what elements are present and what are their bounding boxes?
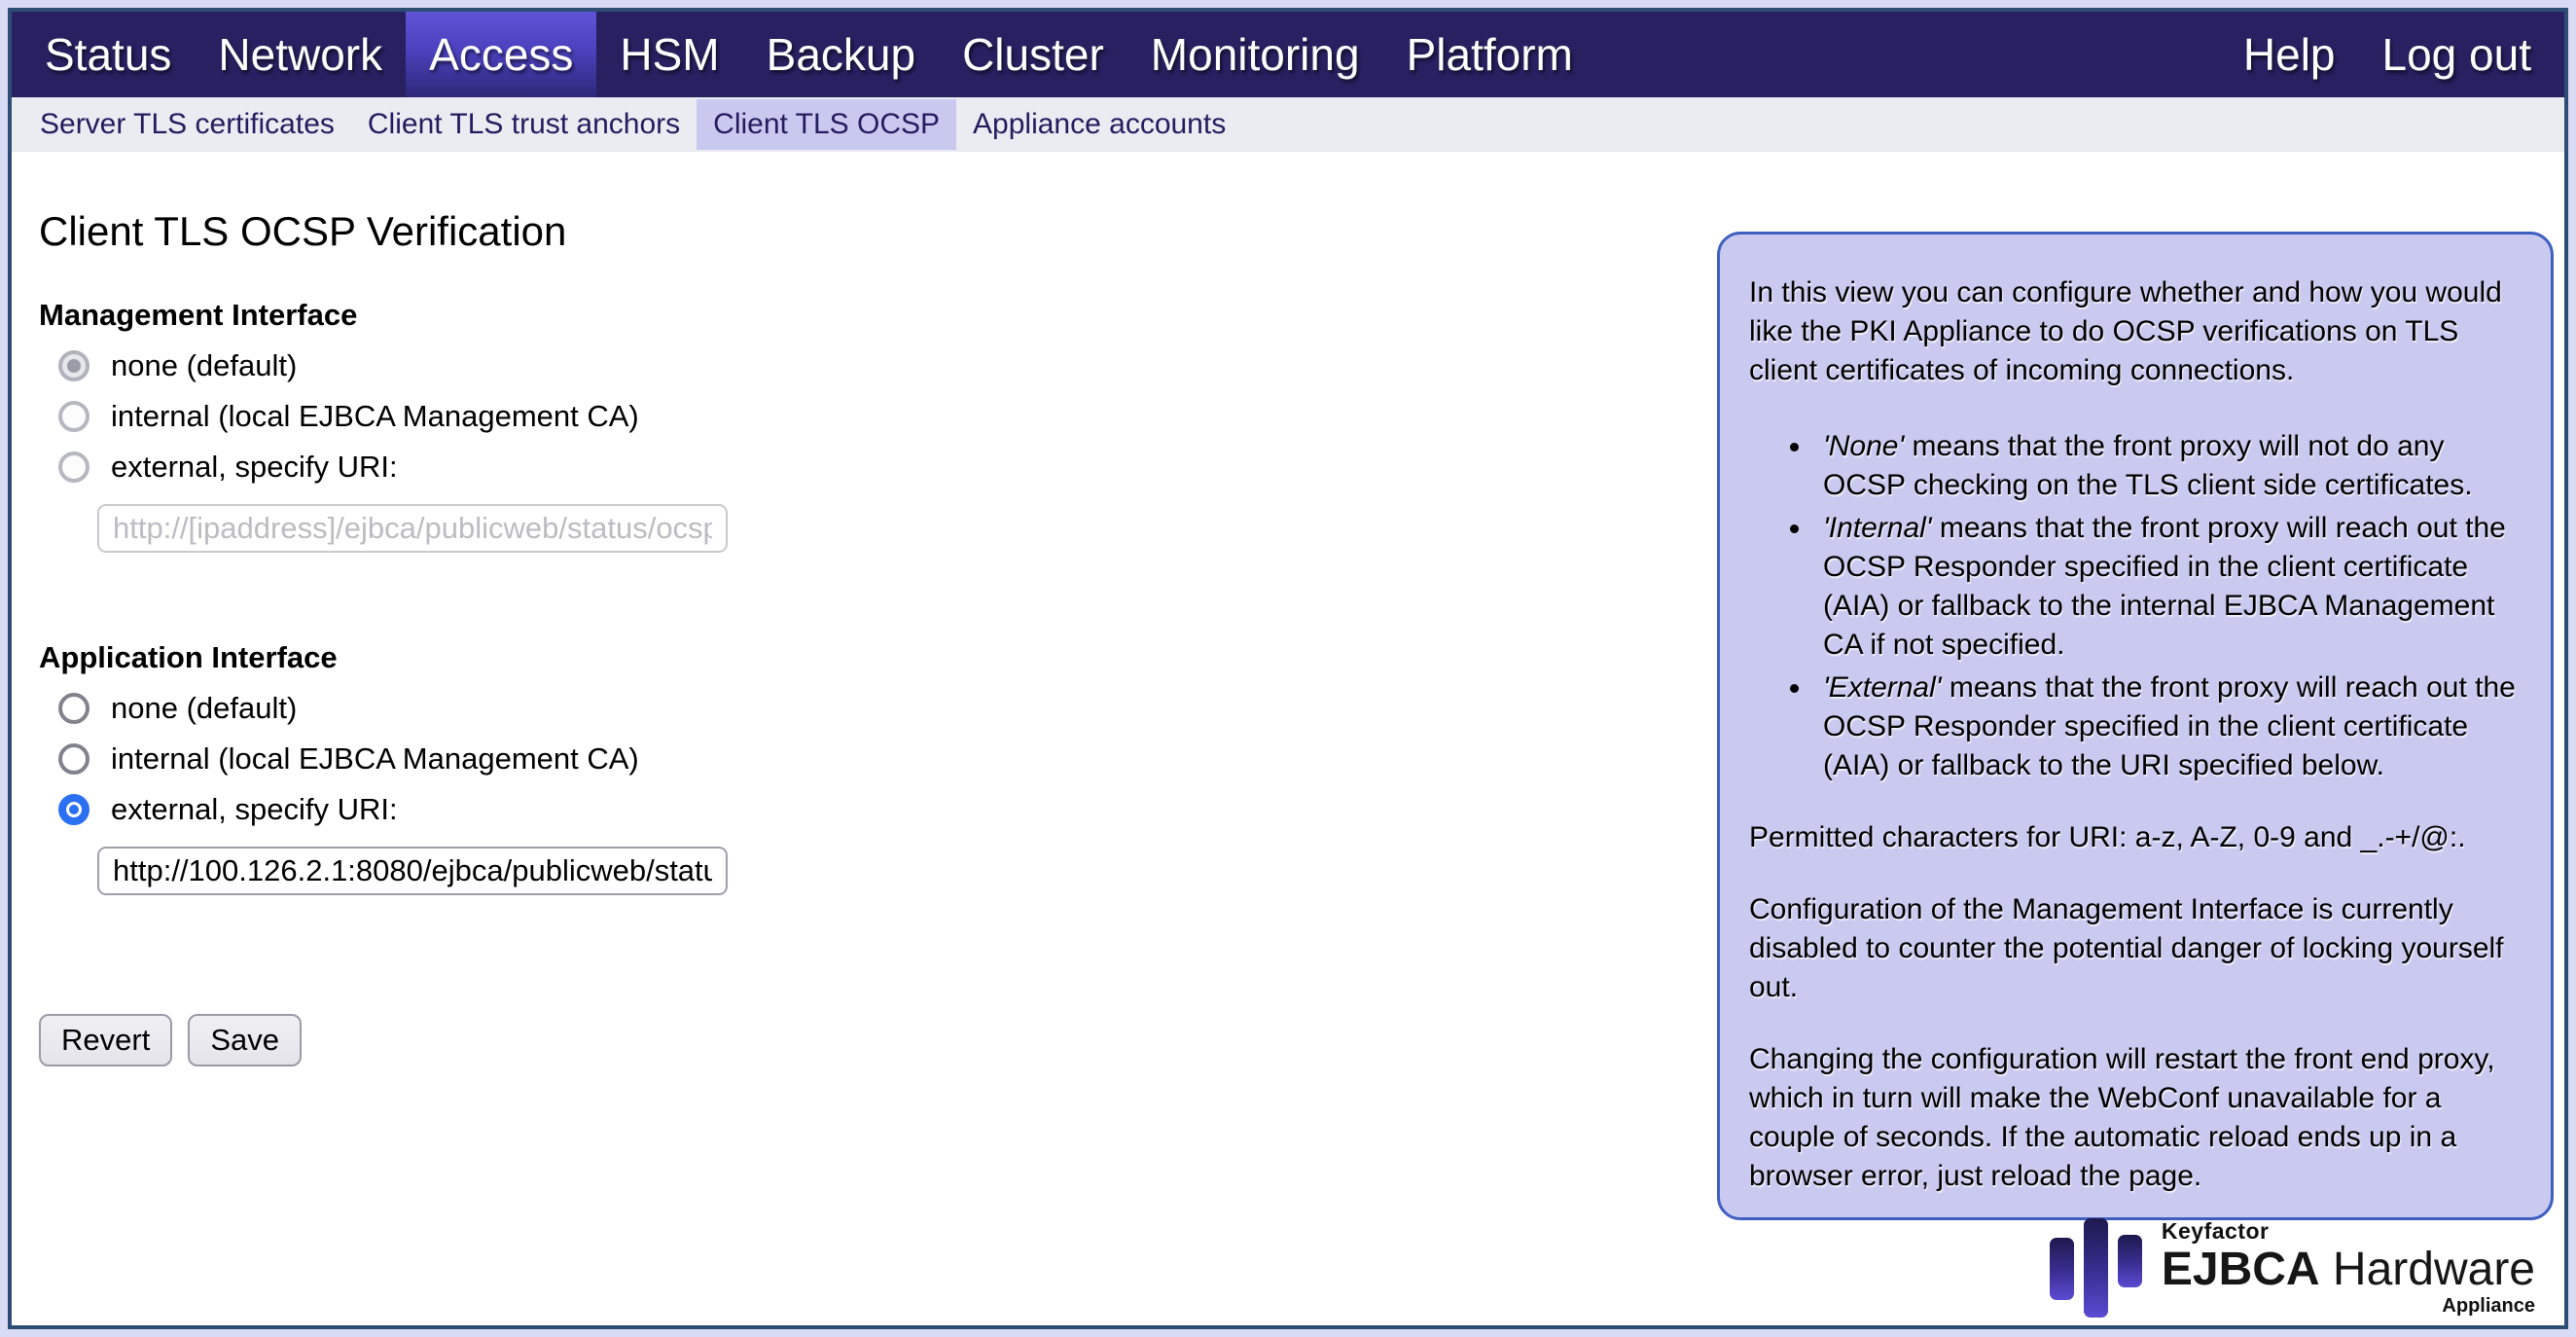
- app-radio-internal[interactable]: internal (local EJBCA Management CA): [58, 741, 2564, 777]
- logo-sub: Appliance: [2442, 1295, 2535, 1317]
- nav-spacer: [1596, 12, 2220, 97]
- application-interface-heading: Application Interface: [39, 640, 338, 674]
- radio-selected-icon[interactable]: [58, 350, 89, 381]
- nav-item-network[interactable]: Network: [218, 29, 383, 80]
- app-radio-external[interactable]: external, specify URI:: [58, 792, 2564, 827]
- app-radio-none[interactable]: none (default): [58, 691, 2564, 726]
- mgmt-radio-external-label: external, specify URI:: [111, 450, 398, 484]
- tab-client-tls-ocsp[interactable]: Client TLS OCSP: [697, 99, 957, 150]
- app-window: Status Network Access HSM Backup Cluster…: [8, 8, 2568, 1329]
- info-intro: In this view you can configure whether a…: [1749, 276, 2502, 386]
- nav-item-cluster[interactable]: Cluster: [962, 29, 1104, 80]
- mgmt-radio-external[interactable]: external, specify URI:: [58, 450, 2564, 485]
- logo-bars-icon: [2049, 1218, 2142, 1318]
- nav-item-platform[interactable]: Platform: [1406, 29, 1573, 80]
- nav-item-logout[interactable]: Log out: [2381, 29, 2531, 80]
- tab-server-tls-certificates[interactable]: Server TLS certificates: [40, 108, 335, 140]
- tab-client-tls-trust-anchors[interactable]: Client TLS trust anchors: [367, 108, 681, 140]
- radio-unselected-icon[interactable]: [58, 693, 89, 724]
- management-interface-heading: Management Interface: [39, 298, 358, 332]
- form-actions: Revert Save: [39, 1014, 2564, 1066]
- radio-unselected-icon[interactable]: [58, 743, 89, 775]
- application-uri-input[interactable]: [97, 847, 728, 895]
- nav-item-hsm[interactable]: HSM: [620, 29, 720, 80]
- nav-item-status[interactable]: Status: [45, 29, 172, 80]
- main-content: Client TLS OCSP Verification Management …: [12, 208, 2564, 1066]
- app-radio-external-label: external, specify URI:: [111, 792, 398, 826]
- keyfactor-ejbca-logo: Keyfactor EJBCA Hardware Appliance: [2049, 1218, 2535, 1318]
- top-nav: Status Network Access HSM Backup Cluster…: [12, 12, 2564, 97]
- logo-text: Keyfactor EJBCA Hardware Appliance: [2162, 1218, 2535, 1318]
- radio-selected-icon[interactable]: [58, 794, 89, 825]
- logo-product: EJBCA Hardware: [2161, 1244, 2535, 1295]
- mgmt-radio-internal-label: internal (local EJBCA Management CA): [111, 399, 639, 433]
- help-info-panel: In this view you can configure whether a…: [1717, 232, 2554, 1220]
- radio-unselected-icon[interactable]: [58, 401, 89, 432]
- app-radio-none-label: none (default): [111, 691, 298, 725]
- info-bullet-list: 'None' means that the front proxy will n…: [1749, 427, 2520, 785]
- save-button[interactable]: Save: [188, 1014, 302, 1066]
- mgmt-radio-none-label: none (default): [111, 348, 298, 382]
- nav-item-help[interactable]: Help: [2242, 29, 2336, 80]
- nav-item-backup[interactable]: Backup: [766, 29, 916, 80]
- nav-item-monitoring[interactable]: Monitoring: [1150, 29, 1360, 80]
- info-restart-note: Changing the configuration will restart …: [1749, 1043, 2495, 1192]
- sub-nav: Server TLS certificates Client TLS trust…: [12, 97, 2564, 152]
- revert-button[interactable]: Revert: [39, 1014, 173, 1066]
- info-bullet-internal: 'Internal' means that the front proxy wi…: [1813, 509, 2520, 665]
- info-permitted-chars: Permitted characters for URI: a-z, A-Z, …: [1749, 821, 2466, 853]
- nav-item-access[interactable]: Access: [406, 12, 597, 97]
- page-title: Client TLS OCSP Verification: [39, 208, 567, 254]
- tab-appliance-accounts[interactable]: Appliance accounts: [973, 108, 1227, 140]
- info-bullet-external: 'External' means that the front proxy wi…: [1813, 668, 2520, 785]
- radio-unselected-icon[interactable]: [58, 452, 89, 483]
- logo-brand: Keyfactor: [2161, 1218, 2270, 1244]
- info-management-note: Configuration of the Management Interfac…: [1749, 893, 2504, 1003]
- info-bullet-none: 'None' means that the front proxy will n…: [1813, 427, 2520, 505]
- mgmt-radio-none[interactable]: none (default): [58, 348, 2564, 383]
- mgmt-radio-internal[interactable]: internal (local EJBCA Management CA): [58, 399, 2564, 434]
- app-radio-internal-label: internal (local EJBCA Management CA): [111, 741, 639, 776]
- management-uri-input[interactable]: [97, 504, 728, 553]
